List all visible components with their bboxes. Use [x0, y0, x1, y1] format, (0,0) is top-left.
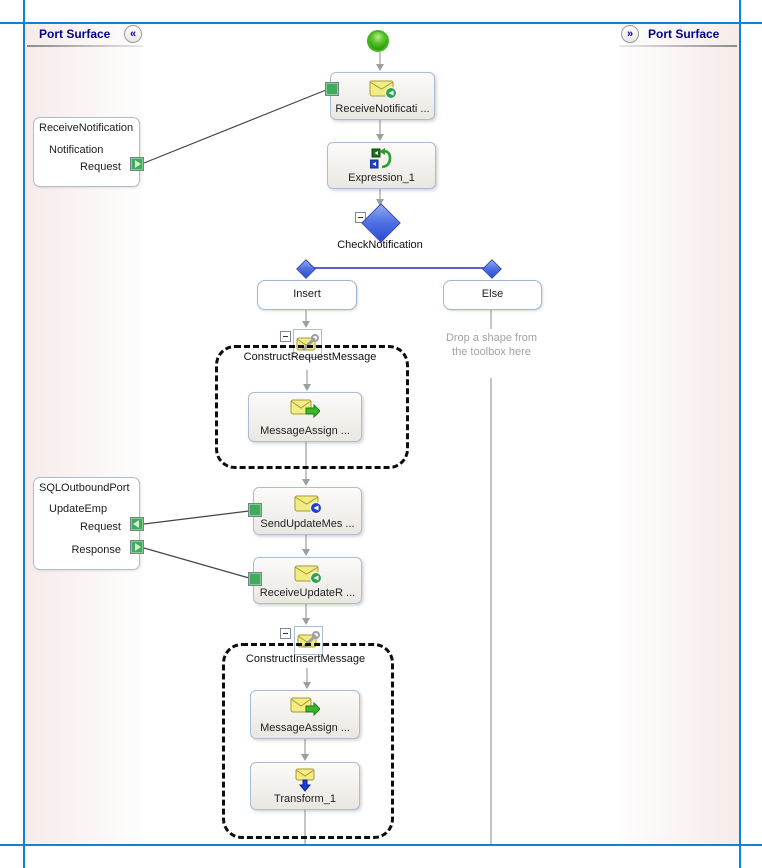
- arrow-left-icon: [133, 520, 139, 528]
- port-request-connector[interactable]: [130, 517, 144, 531]
- shape-label: MessageAssign ...: [260, 425, 350, 437]
- port-surface-left-title: Port Surface: [39, 27, 111, 41]
- operation-name: UpdateEmp: [49, 503, 108, 515]
- send-message-icon: [294, 493, 322, 518]
- branch-diamond-left[interactable]: [296, 259, 316, 279]
- frame-right-line: [739, 0, 741, 868]
- frame-bottom-line: [0, 844, 762, 846]
- branch-label: Else: [481, 288, 504, 300]
- shape-label: MessageAssign ...: [260, 722, 350, 734]
- arrow-right-icon: [135, 160, 141, 168]
- shape-message-assign-2[interactable]: MessageAssign ...: [250, 690, 360, 739]
- expression-icon: [369, 148, 394, 173]
- port-surface-right: » Port Surface: [617, 24, 739, 844]
- port-title: SQLOutboundPort: [39, 482, 130, 494]
- shape-label: ReceiveUpdateR ...: [259, 587, 356, 599]
- branch-diamond-right[interactable]: [482, 259, 502, 279]
- port-receive-notification[interactable]: ReceiveNotification Notification Request: [33, 117, 140, 187]
- frame-left-line: [23, 0, 25, 868]
- drop-shape-hint: Drop a shape from the toolbox here: [445, 332, 538, 358]
- construct-insert-group[interactable]: [222, 643, 394, 839]
- decision-diamond[interactable]: [361, 203, 401, 243]
- branch-else[interactable]: Else: [443, 280, 542, 310]
- start-node-icon[interactable]: [367, 30, 389, 52]
- shape-receive-notification[interactable]: ReceiveNotificati ...: [330, 72, 435, 120]
- shape-label: SendUpdateMes ...: [260, 518, 355, 530]
- collapse-right-icon[interactable]: »: [621, 25, 639, 43]
- construct-request-label: ConstructRequestMessage: [243, 351, 377, 363]
- construct-insert-label: ConstructInsertMessage: [245, 653, 366, 665]
- decision-label: CheckNotification: [337, 239, 423, 251]
- shape-send-update[interactable]: SendUpdateMes ...: [253, 487, 362, 535]
- collapse-construct1-toggle[interactable]: [280, 331, 291, 342]
- port-surface-right-title: Port Surface: [648, 27, 720, 41]
- operation-request-label: Request: [80, 521, 121, 533]
- message-assignment-icon: [290, 398, 321, 423]
- port-response-connector[interactable]: [130, 540, 144, 554]
- header-rule: [27, 45, 143, 47]
- port-request-connector[interactable]: [130, 157, 144, 171]
- send-port-connector[interactable]: [248, 503, 262, 517]
- branch-insert[interactable]: Insert: [257, 280, 357, 310]
- port-surface-left-header: Port Surface «: [25, 24, 145, 47]
- shape-transform[interactable]: Transform_1: [250, 762, 360, 810]
- shape-label: Transform_1: [274, 793, 336, 805]
- construct-request-group[interactable]: [215, 345, 409, 469]
- header-rule: [619, 45, 737, 47]
- shape-label: Expression_1: [348, 172, 415, 184]
- branch-label: Insert: [293, 288, 321, 300]
- port-surface-right-header: » Port Surface: [617, 24, 739, 47]
- shape-label: ReceiveNotificati ...: [335, 103, 430, 115]
- collapse-construct2-toggle[interactable]: [280, 628, 291, 639]
- operation-name: Notification: [49, 144, 104, 156]
- transform-icon: [294, 768, 316, 795]
- operation-response-label: Response: [71, 544, 121, 556]
- frame-top-line: [0, 22, 762, 24]
- message-assignment-icon: [290, 696, 321, 721]
- port-title: ReceiveNotification: [39, 122, 134, 134]
- port-sql-outbound[interactable]: SQLOutboundPort UpdateEmp Request Respon…: [33, 477, 140, 570]
- receive2-port-connector[interactable]: [248, 572, 262, 586]
- receive-message-icon: [369, 78, 397, 103]
- construct-message-icon[interactable]: [293, 329, 322, 358]
- receive1-port-connector[interactable]: [325, 82, 339, 96]
- shape-receive-update[interactable]: ReceiveUpdateR ...: [253, 557, 362, 604]
- collapse-left-icon[interactable]: «: [124, 25, 142, 43]
- operation-request-label: Request: [80, 161, 121, 173]
- shape-expression[interactable]: Expression_1: [327, 142, 436, 189]
- arrow-right-icon: [135, 543, 141, 551]
- shape-message-assign-1[interactable]: MessageAssign ...: [248, 392, 362, 442]
- receive-message-icon: [294, 563, 322, 588]
